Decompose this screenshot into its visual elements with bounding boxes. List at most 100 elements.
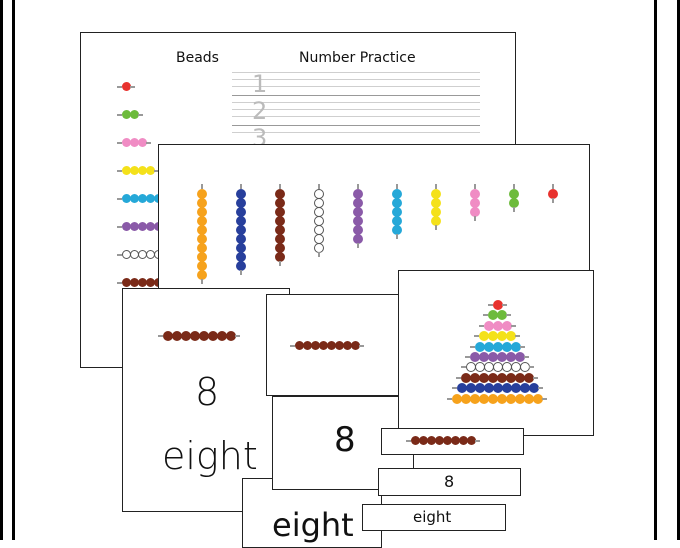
bead	[138, 278, 147, 287]
bead-wire	[435, 225, 437, 230]
bead	[470, 207, 480, 217]
bead-wire	[519, 345, 525, 348]
bead	[122, 222, 131, 231]
bead	[392, 189, 402, 199]
bead-wire	[447, 397, 452, 400]
bead-bar-1	[548, 184, 558, 203]
bead	[506, 393, 516, 404]
bead	[492, 362, 503, 373]
bead-wire	[357, 243, 359, 248]
bead	[470, 198, 480, 208]
bead-bar-3	[117, 138, 151, 147]
bead	[319, 341, 328, 350]
bead-wire	[474, 216, 476, 221]
bead-wire	[552, 198, 554, 203]
bead	[427, 436, 436, 445]
bead	[465, 362, 476, 373]
bead	[515, 393, 525, 404]
bead-bar-3	[478, 320, 516, 331]
bead	[501, 320, 512, 331]
bead	[197, 261, 207, 271]
bead	[431, 216, 441, 226]
bead	[343, 341, 352, 350]
bead	[488, 372, 498, 383]
bead-wire	[138, 113, 143, 116]
bead-wire	[451, 387, 457, 390]
bead	[479, 331, 489, 342]
bead-wire	[396, 184, 398, 189]
bead	[488, 352, 498, 362]
bead-wire	[154, 169, 159, 172]
bead-wire	[290, 344, 295, 347]
bead	[335, 341, 344, 350]
bead-wire	[456, 376, 461, 379]
bead	[122, 278, 131, 287]
bead-wire	[528, 366, 534, 369]
bead	[443, 436, 452, 445]
bead	[456, 383, 467, 394]
bead-wire	[146, 141, 151, 144]
bead	[392, 216, 402, 226]
bead	[515, 352, 525, 362]
bead	[353, 234, 363, 244]
bead	[236, 225, 246, 235]
bead	[197, 234, 207, 244]
bead-bar-6	[353, 184, 363, 248]
bead-wire	[117, 113, 122, 116]
tracing-lines	[232, 72, 480, 133]
bead	[492, 341, 503, 352]
bead-bar-8	[290, 341, 364, 350]
bead	[130, 278, 139, 287]
bead	[353, 225, 363, 235]
bead	[275, 216, 285, 226]
bead	[130, 166, 139, 175]
bead	[353, 216, 363, 226]
numeral-word-card	[122, 288, 290, 512]
big-word: eight	[162, 434, 258, 478]
bead-wire	[240, 184, 242, 189]
bead	[501, 383, 512, 394]
bead-bar-5	[392, 184, 402, 239]
bead-wire	[359, 344, 364, 347]
bead-wire	[201, 184, 203, 189]
bead	[435, 436, 444, 445]
bead	[236, 216, 246, 226]
bead	[483, 383, 494, 394]
bead	[459, 436, 468, 445]
bead	[172, 331, 182, 341]
bead-wire	[510, 324, 516, 327]
bead	[479, 352, 489, 362]
bead-wire	[487, 304, 493, 306]
bead-wire	[475, 439, 480, 442]
bead-wire	[435, 184, 437, 189]
small-word-card	[362, 504, 506, 531]
bead	[524, 372, 534, 383]
bead	[236, 234, 246, 244]
bead	[327, 341, 336, 350]
bead	[275, 189, 285, 199]
bead-wire	[130, 85, 135, 88]
bead	[138, 194, 147, 203]
bead-wire	[474, 335, 479, 338]
bead-bar-10	[197, 184, 207, 284]
bead-wire	[506, 314, 511, 317]
bead-bar-6	[465, 352, 529, 362]
bead	[197, 207, 207, 217]
bead	[483, 341, 494, 352]
trace-digit-2: 2	[252, 97, 268, 125]
bead	[295, 341, 304, 350]
bead	[528, 383, 539, 394]
bead	[509, 189, 519, 199]
bead	[138, 166, 147, 175]
bead	[353, 189, 363, 199]
beads-heading: Beads	[176, 50, 219, 66]
bead	[146, 194, 155, 203]
bead-bar-7	[460, 362, 534, 373]
bead	[411, 436, 420, 445]
bead-wire	[117, 141, 122, 144]
bead-wire	[117, 253, 122, 256]
bead-wire	[117, 169, 122, 172]
bead	[122, 194, 131, 203]
bead	[197, 225, 207, 235]
